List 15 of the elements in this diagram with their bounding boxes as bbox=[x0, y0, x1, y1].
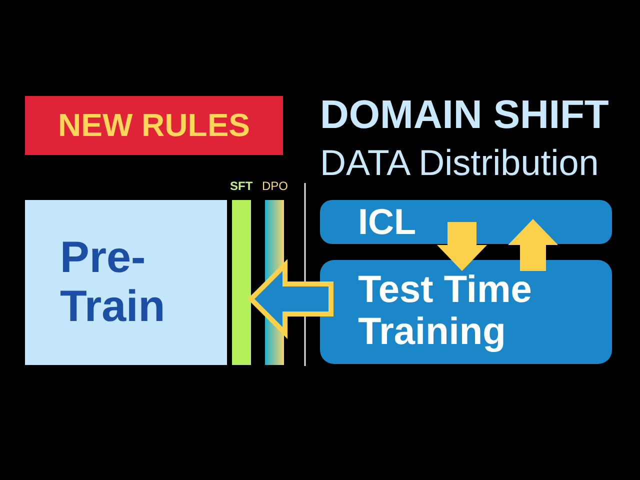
subheading-text: DATA Distribution bbox=[320, 145, 599, 181]
block-arrow bbox=[247, 258, 334, 340]
block-arrow bbox=[508, 219, 558, 271]
bar-label: SFT bbox=[230, 180, 253, 192]
process-box bbox=[320, 260, 612, 364]
node-label: Test Time Training bbox=[358, 270, 533, 354]
node-label: ICL bbox=[358, 202, 416, 242]
process-box bbox=[25, 200, 227, 365]
bar-label: DPO bbox=[262, 180, 288, 192]
node-label: Pre-Train bbox=[60, 234, 166, 331]
block-arrow bbox=[437, 222, 487, 271]
process-box bbox=[320, 200, 612, 244]
banner bbox=[25, 96, 283, 155]
heading-text: DOMAIN SHIFT bbox=[320, 95, 609, 135]
banner-text: NEW RULES bbox=[58, 108, 250, 144]
